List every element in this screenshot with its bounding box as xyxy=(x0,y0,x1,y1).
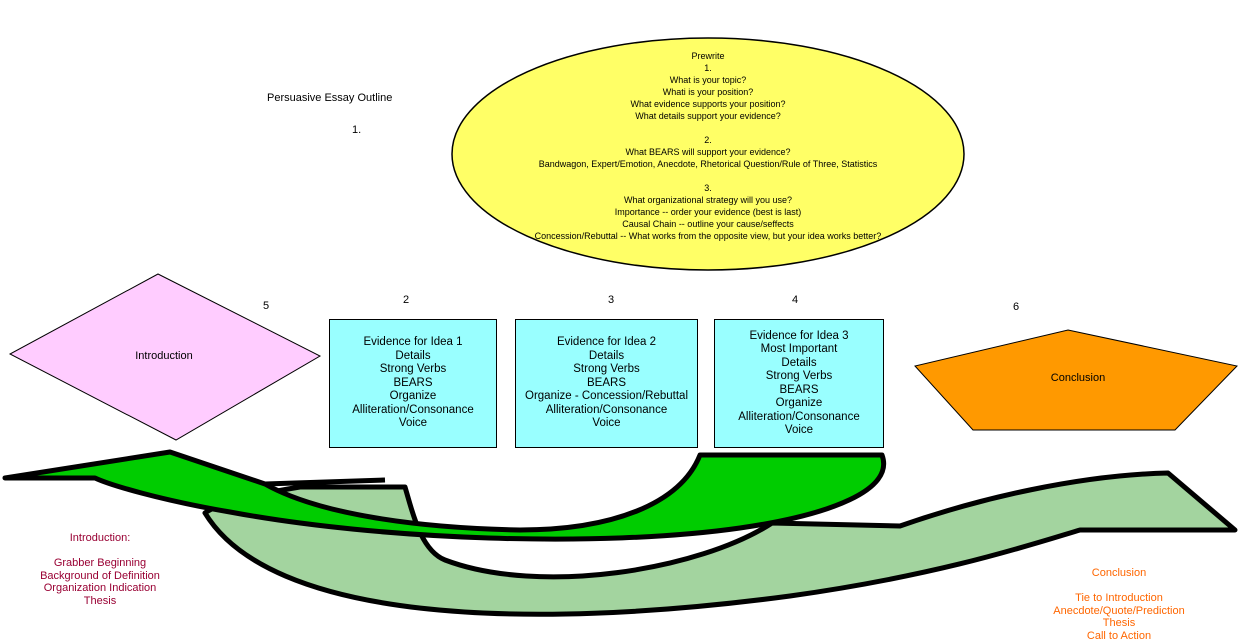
box-line: Details xyxy=(588,349,625,362)
prewrite-line xyxy=(452,170,964,182)
note-line: Call to Action xyxy=(1086,629,1152,642)
box-line: Organize xyxy=(389,390,437,403)
prewrite-ellipse xyxy=(451,37,965,271)
note-line xyxy=(1040,580,1198,593)
box-line: Most Important xyxy=(760,343,838,355)
conclusion-label: Conclusion xyxy=(1050,372,1106,384)
prewrite-line: Causal Chain -- outline your cause/seffe… xyxy=(622,219,794,229)
diagram-title: Persuasive Essay Outline xyxy=(267,92,393,104)
dark-green-arrow xyxy=(2,449,887,542)
box-line: BEARS xyxy=(393,376,433,389)
conclusion-note: Conclusion Tie to Introduction Anecdote/… xyxy=(1040,567,1198,642)
step-number-1: 1. xyxy=(352,124,362,136)
note-line: Introduction: xyxy=(69,532,131,544)
prewrite-line: What is your topic? xyxy=(669,75,747,85)
prewrite-line: What organizational strategy will you us… xyxy=(623,195,793,205)
box-line: Evidence for Idea 1 xyxy=(363,336,463,349)
step-number-4: 4 xyxy=(792,294,799,306)
box-line: Alliteration/Consonance xyxy=(545,403,668,416)
box-line: Alliteration/Consonance xyxy=(738,410,860,423)
box-line: Voice xyxy=(398,417,428,430)
note-line: Grabber Beginning xyxy=(53,557,147,569)
dark-green-arrow-tail xyxy=(264,477,386,487)
prewrite-line: Whati is your position? xyxy=(662,87,754,97)
box-line: Voice xyxy=(592,417,621,430)
prewrite-line: What BEARS will support your evidence? xyxy=(625,147,791,157)
prewrite-line: Prewrite xyxy=(691,51,725,61)
prewrite-line: 1. xyxy=(704,63,712,73)
evidence-box-1: Evidence for Idea 1 Details Strong Verbs… xyxy=(329,319,497,448)
conclusion-pentagon xyxy=(914,329,1238,431)
prewrite-line: Bandwagon, Expert/Emotion, Anecdote, Rhe… xyxy=(538,159,878,169)
evidence-box-2: Evidence for Idea 2 Details Strong Verbs… xyxy=(515,319,698,448)
prewrite-line xyxy=(452,122,964,134)
prewrite-line: What evidence supports your position? xyxy=(630,99,786,109)
note-line: Conclusion xyxy=(1091,567,1147,579)
prewrite-line: What details support your evidence? xyxy=(635,111,781,121)
note-line: Anecdote/Quote/Prediction xyxy=(1053,604,1185,617)
step-number-3: 3 xyxy=(608,294,615,306)
box-line: BEARS xyxy=(587,376,626,389)
box-line: Organize - Concession/Rebuttal xyxy=(525,390,688,403)
box-line: Evidence for Idea 3 xyxy=(749,329,849,342)
box-line: Alliteration/Consonance xyxy=(352,403,474,416)
box-line: Details xyxy=(781,356,817,369)
note-line: Organization Indication xyxy=(43,582,157,594)
box-line: Voice xyxy=(784,424,814,436)
prewrite-line: Concession/Rebuttal -- What works from t… xyxy=(534,231,882,241)
prewrite-line: 3. xyxy=(704,183,712,193)
note-line: Thesis xyxy=(1102,617,1136,629)
introduction-label: Introduction xyxy=(135,350,193,362)
step-number-2: 2 xyxy=(403,294,410,306)
step-number-6: 6 xyxy=(1013,301,1020,313)
box-line: Evidence for Idea 2 xyxy=(556,336,657,349)
evidence-box-3: Evidence for Idea 3 Most Important Detai… xyxy=(714,319,884,448)
prewrite-text: Prewrite 1. What is your topic? Whati is… xyxy=(452,50,964,242)
box-line: Organize xyxy=(775,397,823,409)
introduction-note: Introduction: Grabber Beginning Backgrou… xyxy=(25,532,175,607)
box-line: Strong Verbs xyxy=(379,363,447,376)
note-line: Tie to Introduction xyxy=(1075,592,1163,604)
note-line: Thesis xyxy=(83,594,117,607)
box-line: BEARS xyxy=(779,383,819,396)
step-number-5: 5 xyxy=(263,300,270,312)
box-line: Strong Verbs xyxy=(765,370,833,382)
prewrite-line: Importance -- order your evidence (best … xyxy=(614,207,802,217)
box-line: Strong Verbs xyxy=(573,363,640,376)
introduction-diamond xyxy=(8,273,322,441)
box-line: Details xyxy=(395,349,431,362)
prewrite-line: 2. xyxy=(704,135,712,145)
note-line xyxy=(25,545,175,558)
note-line: Background of Definition xyxy=(40,569,160,582)
